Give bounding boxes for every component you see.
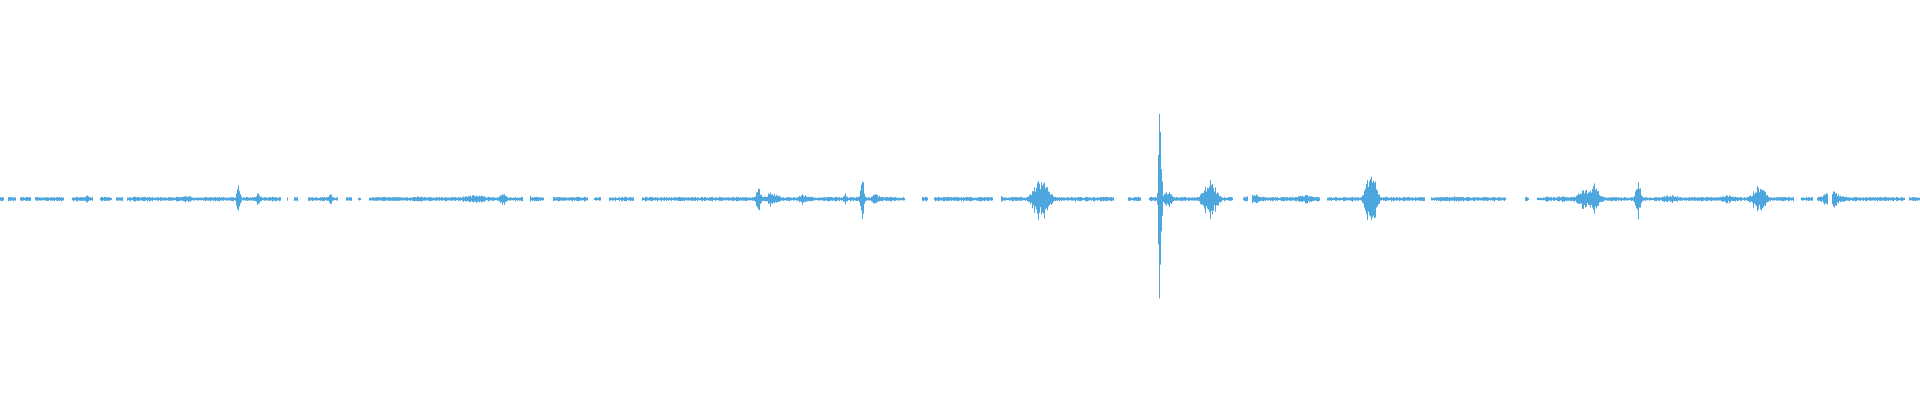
- waveform-samples: [0, 114, 1920, 299]
- waveform-trace: [0, 114, 1920, 299]
